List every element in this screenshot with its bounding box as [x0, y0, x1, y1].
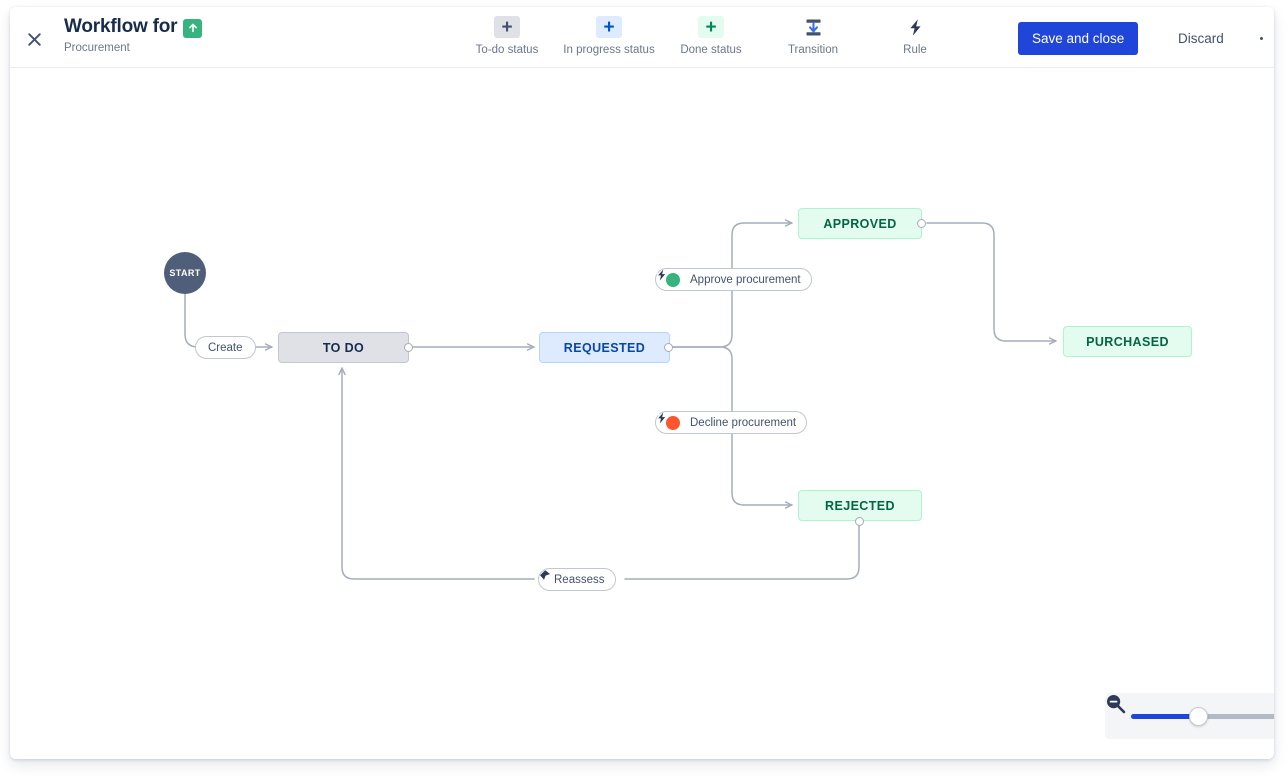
status-node-to-do[interactable]: TO DO [278, 332, 409, 363]
status-node-rejected[interactable]: REJECTED [798, 490, 922, 521]
status-node-label: REJECTED [825, 498, 895, 513]
transition-pill-approve-procurement[interactable]: Approve procurement [655, 268, 812, 291]
close-icon [27, 32, 42, 47]
discard-button[interactable]: Discard [1170, 22, 1232, 55]
title-block: Workflow for Procurement [64, 15, 203, 56]
lightning-bolt-icon [902, 16, 928, 38]
toolbar-label-rule: Rule [903, 44, 927, 56]
toolbar-label-todo-status: To-do status [475, 44, 539, 56]
status-node-label: TO DO [322, 340, 365, 355]
workflow-editor-card: Workflow for Procurement + To-do status … [10, 7, 1274, 759]
status-node-label: APPROVED [823, 216, 897, 231]
zoom-control[interactable] [1105, 693, 1274, 739]
transition-label: Decline procurement [690, 416, 797, 429]
workflow-canvas[interactable]: START TO DO REQUESTED APPROVED REJECTED … [10, 68, 1274, 759]
connector-handle-requested-right[interactable] [664, 343, 673, 352]
toolbar-item-transition[interactable]: Transition [762, 13, 864, 57]
toolbar-item-todo-status[interactable]: + To-do status [456, 13, 558, 57]
zoom-slider-handle[interactable] [1189, 706, 1208, 726]
toolbar-label-in-progress-status: In progress status [563, 44, 655, 56]
page-title: Workflow for [64, 16, 178, 37]
transition-pill-reassess[interactable]: Reassess [538, 568, 616, 591]
close-button[interactable] [18, 23, 50, 55]
status-node-approved[interactable]: APPROVED [798, 208, 922, 239]
status-node-label: REQUESTED [563, 340, 646, 355]
arrow-up-green-badge-icon [183, 18, 203, 38]
transition-label: Approve procurement [690, 273, 801, 286]
plus-icon: + [698, 16, 724, 38]
start-node-label: START [169, 268, 201, 278]
save-and-close-button[interactable]: Save and close [1018, 22, 1139, 55]
status-node-label: PURCHASED [1086, 334, 1169, 349]
check-circle-green-icon [656, 270, 680, 287]
connector-handle-to-do-right[interactable] [404, 343, 413, 352]
more-actions-icon[interactable] [1260, 22, 1274, 55]
editor-header: Workflow for Procurement + To-do status … [10, 7, 1274, 68]
transition-label: Create [208, 341, 243, 354]
toolbar-item-in-progress-status[interactable]: + In progress status [558, 13, 660, 57]
toolbar-label-done-status: Done status [680, 44, 742, 56]
toolbar-item-rule[interactable]: Rule [864, 13, 966, 57]
zoom-slider-fill [1131, 713, 1197, 719]
plus-icon: + [596, 16, 622, 38]
cross-circle-red-icon [657, 413, 680, 430]
page-subtitle: Procurement [64, 42, 130, 54]
transition-label: Reassess [554, 573, 605, 586]
transition-merge-icon [800, 16, 826, 38]
transition-pill-decline-procurement[interactable]: Decline procurement [655, 411, 808, 434]
toolbar-item-done-status[interactable]: + Done status [660, 13, 762, 57]
status-node-requested[interactable]: REQUESTED [539, 332, 670, 363]
connector-layer [184, 219, 1057, 580]
toolbar-label-transition: Transition [787, 44, 839, 56]
transition-pill-create[interactable]: Create [195, 336, 256, 359]
plus-icon: + [494, 16, 520, 38]
connector-handle-rejected-bottom[interactable] [855, 517, 864, 526]
editor-toolbar: + To-do status + In progress status + Do… [456, 13, 966, 57]
status-node-purchased[interactable]: PURCHASED [1063, 326, 1192, 357]
connector-handle-approved-right[interactable] [917, 219, 926, 228]
start-node[interactable]: START [164, 252, 206, 294]
zoom-slider[interactable] [1131, 706, 1274, 726]
